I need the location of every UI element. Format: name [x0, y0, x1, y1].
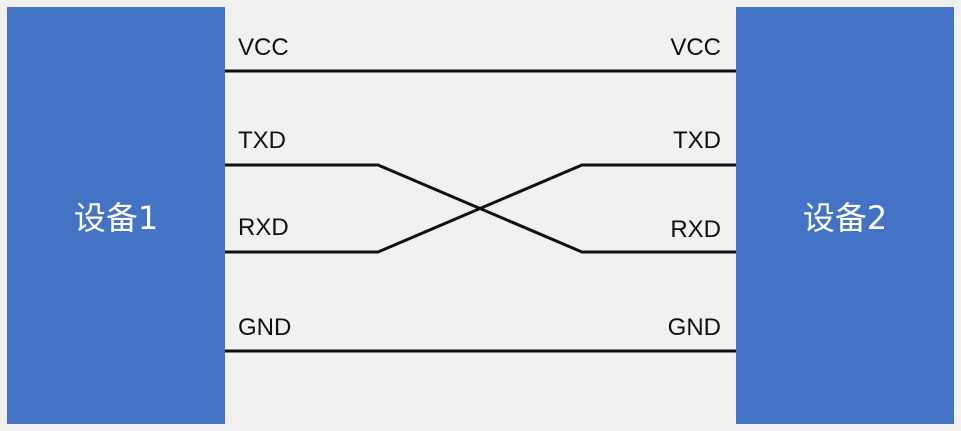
- device-2-label: 设备2: [802, 198, 888, 237]
- right-signal-vcc: VCC: [670, 34, 721, 61]
- right-signal-txd: TXD: [673, 127, 721, 154]
- right-signal-rxd: RXD: [670, 216, 721, 243]
- device-2-box: 设备2: [736, 7, 954, 424]
- left-signal-txd: TXD: [238, 127, 286, 154]
- left-signal-rxd: RXD: [238, 214, 289, 241]
- left-signal-vcc: VCC: [238, 34, 289, 61]
- left-signal-gnd: GND: [238, 314, 292, 341]
- right-signal-gnd: GND: [667, 314, 721, 341]
- rxd-to-txd-wire: [225, 163, 736, 254]
- device-1-label: 设备1: [73, 198, 159, 237]
- device-1-box: 设备1: [7, 7, 225, 424]
